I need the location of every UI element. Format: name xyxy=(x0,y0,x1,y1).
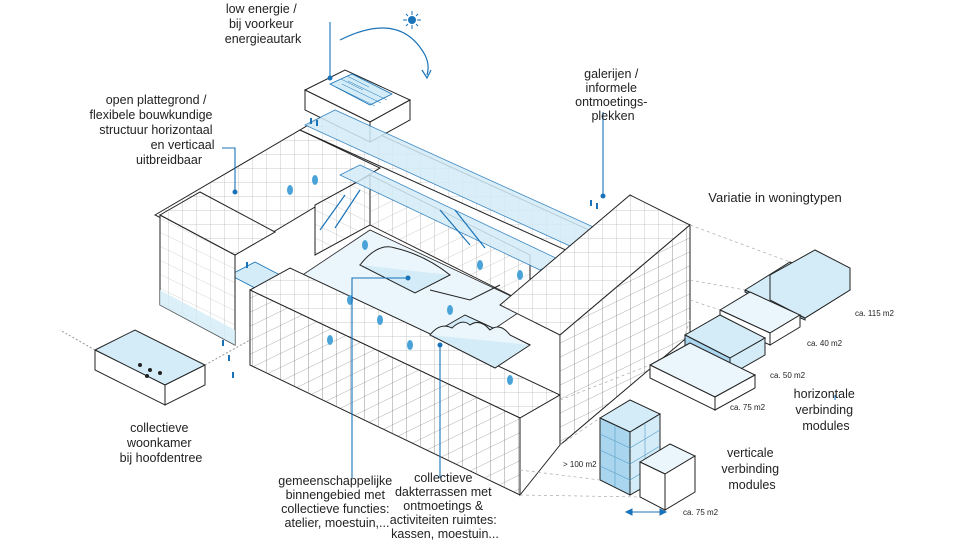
size-40: ca. 40 m2 xyxy=(807,339,843,348)
label-energy: low energie / bij voorkeur energieautark xyxy=(225,2,302,46)
label-vertical-modules: verticale verbinding modules xyxy=(721,446,782,492)
size-50: ca. 50 m2 xyxy=(770,371,806,380)
label-galleries: galerijen / informele ontmoetings- plekk… xyxy=(575,67,651,123)
size-75-h: ca. 75 m2 xyxy=(730,403,766,412)
courtyard-pavilion xyxy=(358,246,452,294)
size-75-v: ca. 75 m2 xyxy=(683,508,719,517)
leader-dots xyxy=(232,75,606,348)
person-icon xyxy=(222,118,598,378)
label-variation: Variatie in woningtypen xyxy=(708,190,841,205)
greenhouse xyxy=(428,314,532,369)
sun-icon xyxy=(403,11,421,29)
size-115: ca. 115 m2 xyxy=(855,309,895,318)
solar-panel-icon xyxy=(329,73,393,107)
label-roof-terraces: collectieve dakterrassen met ontmoetings… xyxy=(390,471,500,540)
collective-living-room xyxy=(93,329,207,406)
horizontal-modules xyxy=(648,249,852,411)
module-arrows xyxy=(624,395,836,516)
vertical-modules xyxy=(598,399,697,511)
leader-lines xyxy=(222,22,604,478)
size-100-v: > 100 m2 xyxy=(563,460,597,469)
label-open-plan: open plattegrond / flexibele bouwkundige… xyxy=(90,93,219,167)
main-building xyxy=(153,69,691,497)
label-living-room: collectieve woonkamer bij hoofdentree xyxy=(120,421,203,465)
label-inner-area: gemeenschappelijke binnengebied met coll… xyxy=(278,474,395,530)
projection-lines xyxy=(519,224,791,498)
label-horizontal-modules: horizontale verbinding modules xyxy=(794,387,859,433)
